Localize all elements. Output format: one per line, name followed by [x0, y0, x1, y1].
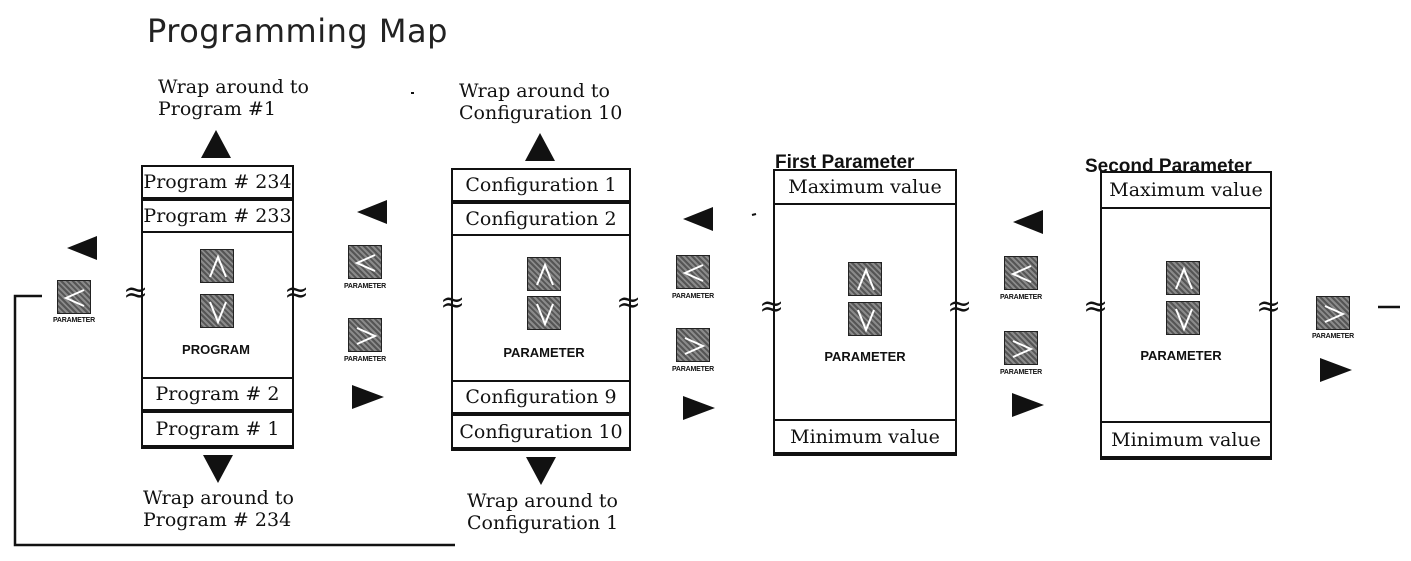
- left-arrow-icon: [67, 236, 97, 260]
- configuration-entry: Configuration 2: [451, 202, 631, 236]
- down-key-icon[interactable]: [527, 296, 561, 330]
- note-line: Configuration 1: [467, 512, 619, 534]
- wrap-note-program-bottom: Wrap around to Program # 234: [143, 487, 294, 531]
- first-parameter-key-label: PARAMETER: [824, 349, 906, 364]
- wrap-note-config-top: Wrap around to Configuration 10: [459, 80, 622, 124]
- program-entry: Program # 2: [141, 377, 294, 411]
- wrap-note-config-bottom: Wrap around to Configuration 1: [467, 490, 618, 534]
- parameter-key-label: PARAMETER: [671, 293, 714, 300]
- left-key-icon[interactable]: [348, 245, 382, 279]
- first-parameter-max: Maximum value: [773, 169, 957, 205]
- up-arrow-icon: [201, 130, 231, 158]
- second-parameter-min: Minimum value: [1100, 421, 1272, 458]
- program-entry: Program # 233: [141, 199, 294, 233]
- up-key-icon[interactable]: [848, 262, 882, 296]
- left-arrow-icon: [683, 207, 713, 231]
- note-line: Wrap around to: [459, 80, 610, 102]
- break-symbol: ≈: [1083, 289, 1109, 324]
- up-arrow-icon: [525, 133, 555, 161]
- down-key-icon[interactable]: [848, 302, 882, 336]
- note-line: Wrap around to: [143, 487, 294, 509]
- parameter-key-label: PARAMETER: [343, 283, 386, 290]
- right-arrow-icon: [352, 385, 384, 409]
- first-parameter-min: Minimum value: [773, 419, 957, 454]
- page-title: Programming Map: [147, 12, 448, 50]
- right-arrow-icon: [1012, 393, 1044, 417]
- break-symbol: ≈: [440, 285, 466, 320]
- left-key-icon[interactable]: [57, 280, 91, 314]
- note-line: Program #1: [158, 98, 276, 120]
- heading-first-parameter: First Parameter: [775, 152, 915, 173]
- left-arrow-icon: [357, 200, 387, 224]
- parameter-key-label: PARAMETER: [999, 294, 1042, 301]
- right-arrow-icon: [683, 396, 715, 420]
- second-parameter-key-label: PARAMETER: [1140, 348, 1222, 363]
- parameter-key-label: PARAMETER: [343, 356, 386, 363]
- parameter-key-label: PARAMETER: [671, 366, 714, 373]
- break-symbol: ≈: [616, 285, 642, 320]
- down-arrow-icon: [526, 457, 556, 485]
- program-key-label: PROGRAM: [182, 342, 250, 357]
- down-key-icon[interactable]: [1166, 301, 1200, 335]
- left-key-icon[interactable]: [1004, 256, 1038, 290]
- break-symbol: ≈: [123, 275, 149, 310]
- break-symbol: ≈: [947, 289, 973, 324]
- note-line: Program # 234: [143, 509, 292, 531]
- configuration-entry: Configuration 10: [451, 414, 631, 449]
- wrap-note-program-top: Wrap around to Program #1: [158, 76, 309, 120]
- right-arrow-icon: [1320, 358, 1352, 382]
- config-key-label: PARAMETER: [503, 345, 585, 360]
- up-key-icon[interactable]: [527, 257, 561, 291]
- right-key-icon[interactable]: [1004, 331, 1038, 365]
- note-line: Configuration 10: [459, 102, 623, 124]
- program-entry: Program # 234: [141, 165, 294, 199]
- right-key-icon[interactable]: [1316, 296, 1350, 330]
- left-key-icon[interactable]: [676, 255, 710, 289]
- configuration-entry: Configuration 1: [451, 168, 631, 202]
- break-symbol: ≈: [1256, 289, 1282, 324]
- second-parameter-max: Maximum value: [1100, 171, 1272, 209]
- up-key-icon[interactable]: [1166, 261, 1200, 295]
- up-key-icon[interactable]: [200, 249, 234, 283]
- down-arrow-icon: [203, 455, 233, 483]
- configuration-entry: Configuration 9: [451, 380, 631, 414]
- left-arrow-icon: [1013, 210, 1043, 234]
- parameter-key-label: PARAMETER: [52, 317, 95, 324]
- break-symbol: ≈: [759, 289, 785, 324]
- parameter-key-label: PARAMETER: [999, 369, 1042, 376]
- right-key-icon[interactable]: [348, 318, 382, 352]
- program-entry: Program # 1: [141, 411, 294, 447]
- note-line: Wrap around to: [158, 76, 309, 98]
- parameter-key-label: PARAMETER: [1311, 333, 1354, 340]
- right-key-icon[interactable]: [676, 328, 710, 362]
- break-symbol: ≈: [284, 275, 310, 310]
- down-key-icon[interactable]: [200, 294, 234, 328]
- note-line: Wrap around to: [467, 490, 618, 512]
